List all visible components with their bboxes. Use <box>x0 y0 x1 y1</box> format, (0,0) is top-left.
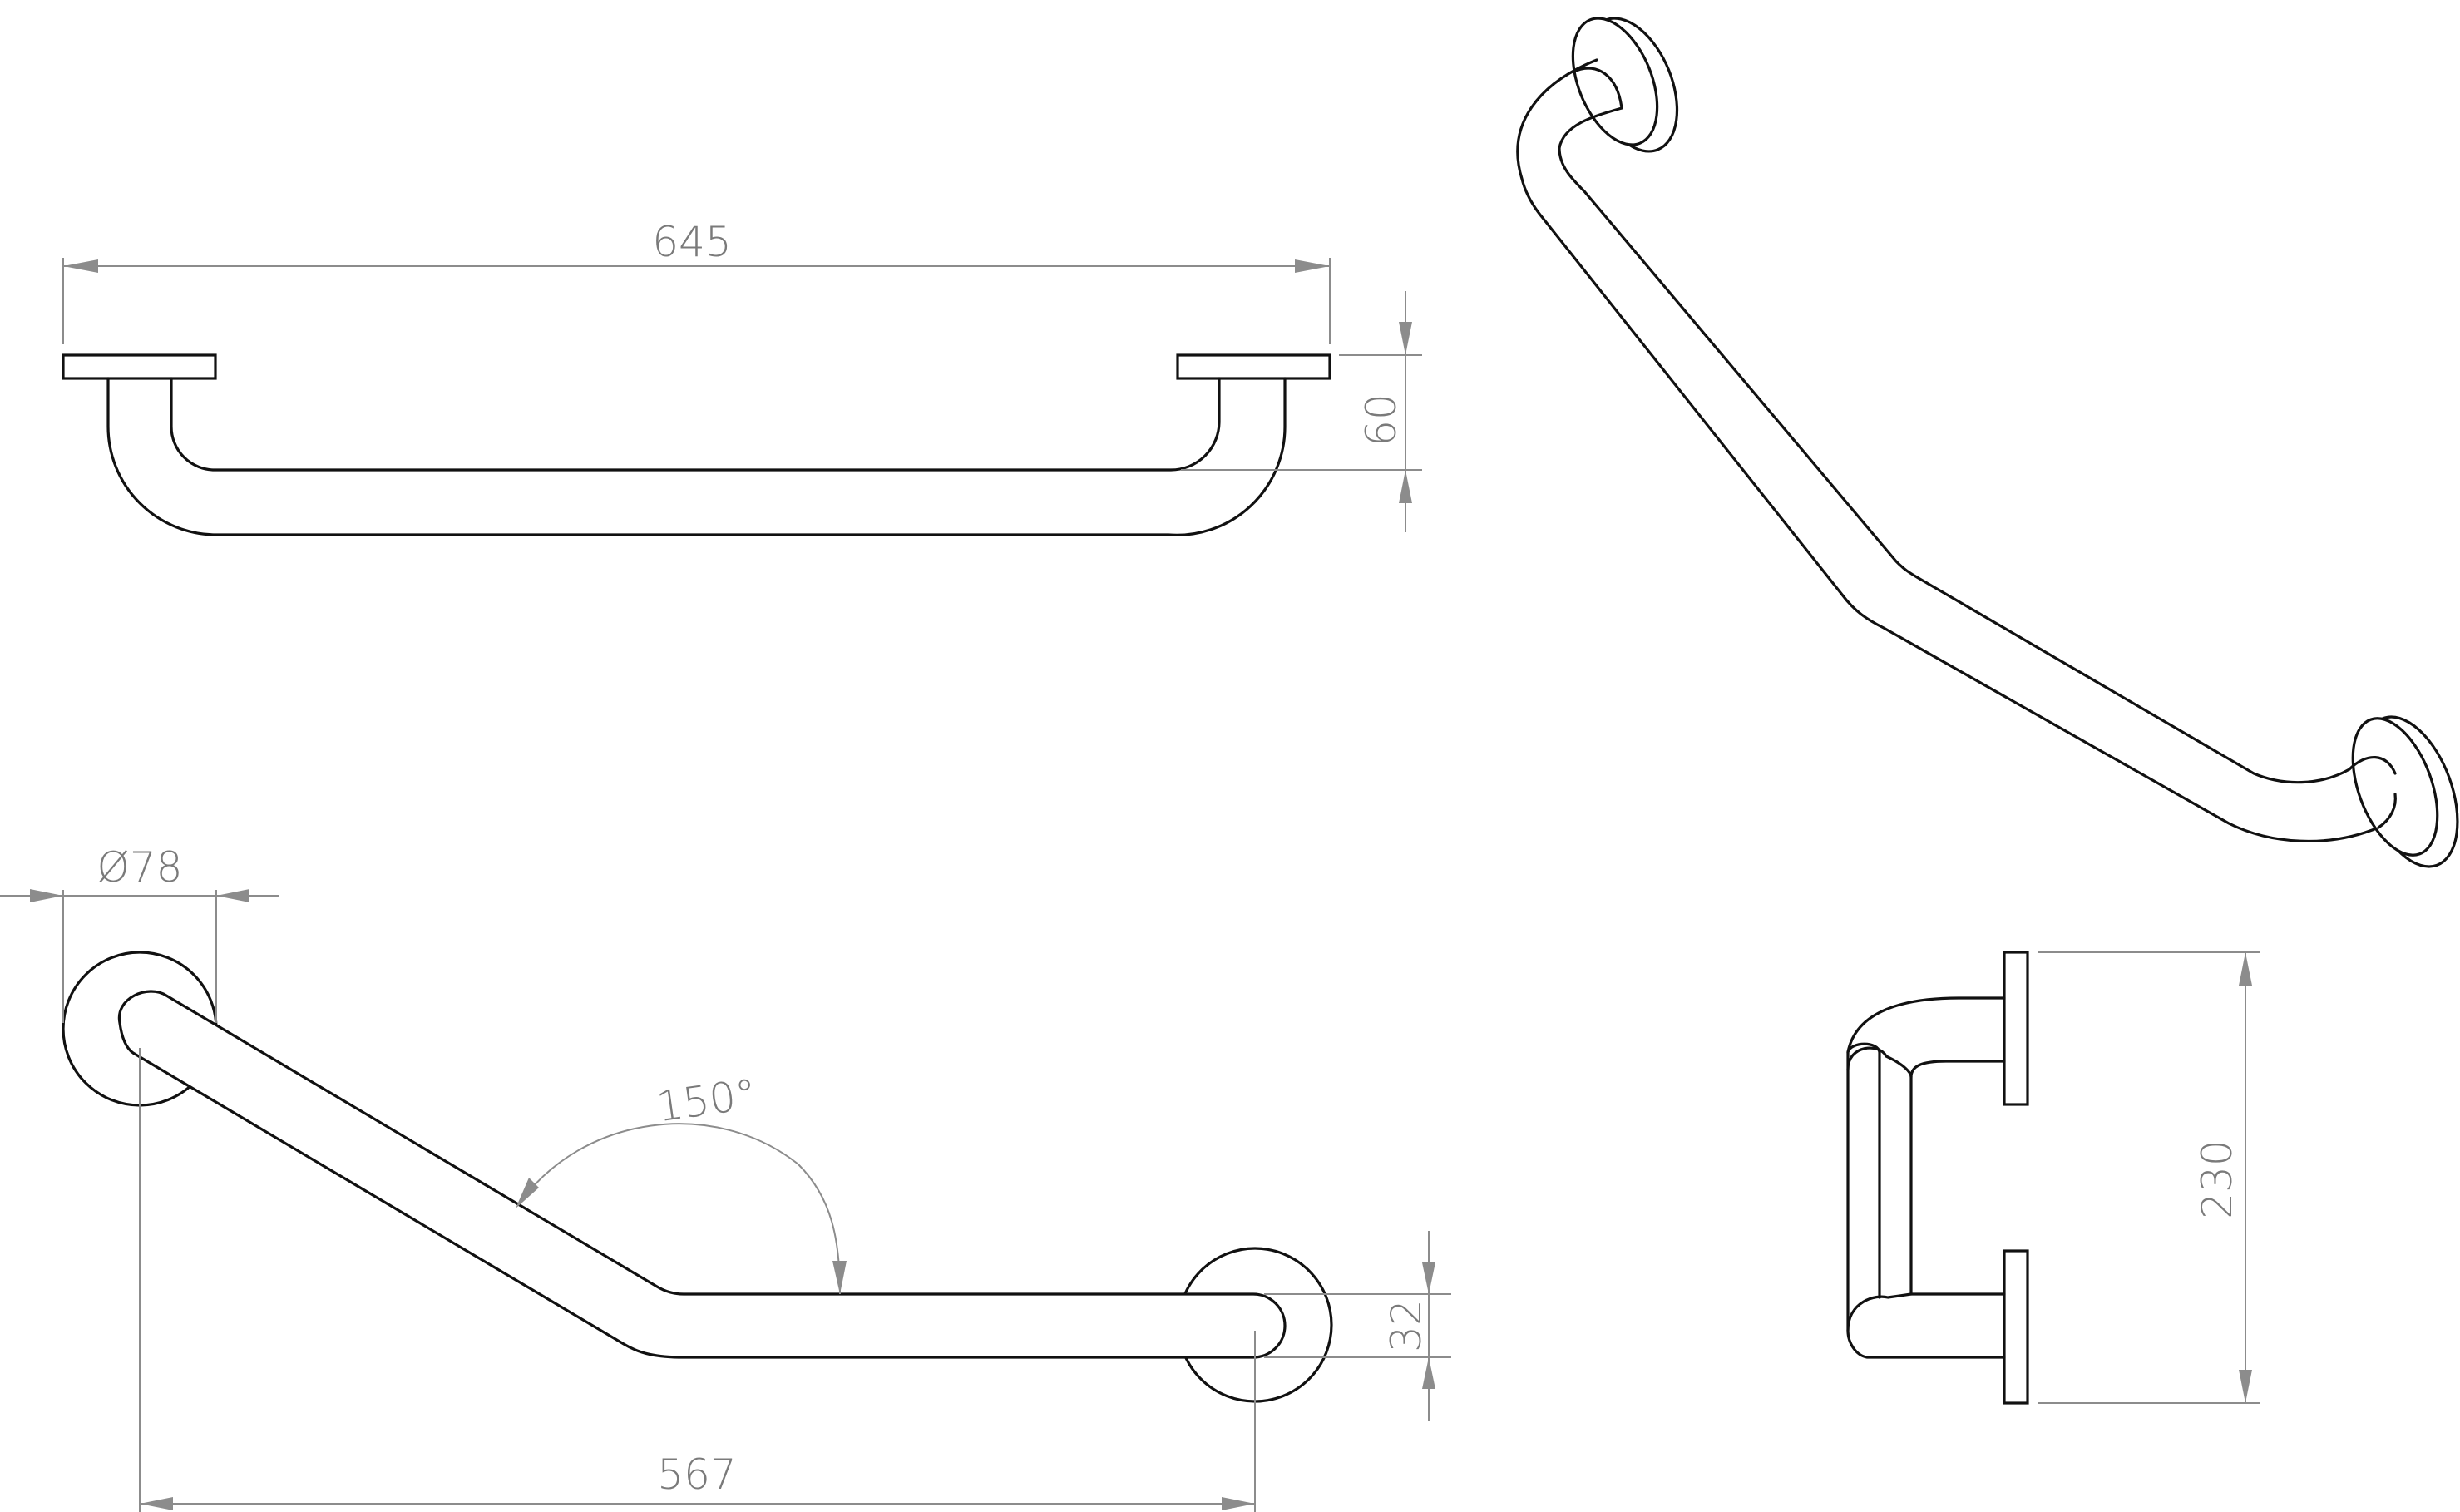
top-view-grab-bar <box>117 990 1287 1359</box>
side-view: 230 <box>1846 951 2260 1405</box>
top-diameter-dimension: Ø78 <box>97 843 183 892</box>
top-angle-dimension-arc <box>518 1123 841 1295</box>
isometric-upper-bend-cap <box>1574 67 1623 110</box>
front-depth-dimension: 60 <box>1357 393 1405 447</box>
front-view-grab-bar-inner <box>170 377 1221 472</box>
front-view-grab-bar <box>106 377 1287 536</box>
front-view: 645 60 <box>62 218 1422 536</box>
isometric-lower-flange-front <box>2351 717 2439 857</box>
top-view: Ø78 150° 32 567 <box>0 843 1451 1512</box>
isometric-upper-flange-front <box>1571 17 1659 146</box>
isometric-grab-bar-outer <box>1516 58 2380 842</box>
top-span-dimension: 567 <box>657 1450 736 1499</box>
isometric-view <box>1516 17 2459 868</box>
top-bar-dimension: 32 <box>1382 1299 1430 1352</box>
front-width-dimension: 645 <box>652 218 731 266</box>
side-view-grab-bar <box>1846 996 2006 1359</box>
side-view-upper-flange <box>2003 951 2029 1106</box>
side-height-dimension: 230 <box>2193 1139 2241 1218</box>
side-view-lower-flange <box>2003 1249 2029 1405</box>
isometric-grab-bar <box>1558 106 2351 784</box>
front-view-right-flange <box>1176 353 1331 380</box>
top-angle-dimension: 150° <box>654 1070 759 1131</box>
front-view-left-flange <box>62 353 217 380</box>
side-view-grab-bar-inner <box>1909 1060 2006 1296</box>
